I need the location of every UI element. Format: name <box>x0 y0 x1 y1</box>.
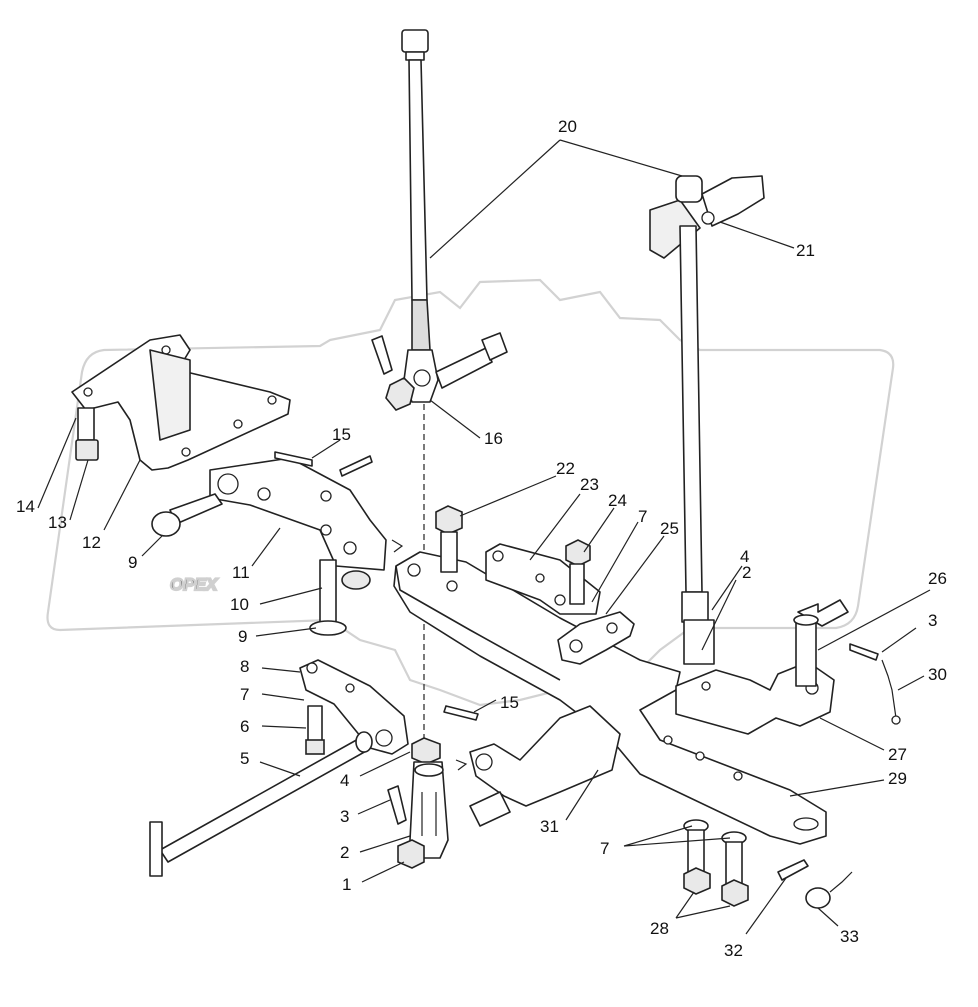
part-15-cotter-upper-b <box>339 455 373 477</box>
part-2-yoke <box>387 737 449 869</box>
part-5-crank-rod <box>149 731 373 877</box>
callout-7-left: 7 <box>240 685 249 704</box>
callout-9-lower: 9 <box>238 627 247 646</box>
callout-7-upper: 7 <box>638 507 647 526</box>
part-15-cotter-lower <box>443 705 479 721</box>
callout-23: 23 <box>580 475 599 494</box>
callout-5: 5 <box>240 749 249 768</box>
callout-28: 28 <box>650 919 669 938</box>
callout-31: 31 <box>540 817 559 836</box>
callout-4-right: 4 <box>740 547 749 566</box>
callout-25: 25 <box>660 519 679 538</box>
part-20-left-rod <box>401 29 439 403</box>
callout-8: 8 <box>240 657 249 676</box>
callout-13: 13 <box>48 513 67 532</box>
part-28-bolts <box>683 819 749 907</box>
callout-22: 22 <box>556 459 575 478</box>
callout-11: 11 <box>232 563 250 582</box>
part-31-swivel <box>469 705 621 827</box>
callout-15-lower: 15 <box>500 693 519 712</box>
part-10-bolt <box>309 559 371 636</box>
callout-33: 33 <box>840 927 859 946</box>
part-32-33-cotter-ring <box>777 859 853 909</box>
part-22-bolt <box>435 505 463 573</box>
callout-32: 32 <box>724 941 743 960</box>
leader-lines <box>37 139 931 935</box>
part-27-clevis <box>675 661 835 735</box>
part-24-bolt <box>565 539 591 605</box>
callout-21: 21 <box>796 241 815 260</box>
callout-7-lower: 7 <box>600 839 609 858</box>
callout-26: 26 <box>928 569 947 588</box>
callout-2-left: 2 <box>340 843 349 862</box>
callout-24: 24 <box>608 491 627 510</box>
watermark-text: OPEX <box>170 575 219 594</box>
arrow-marker <box>391 539 404 553</box>
callout-10: 10 <box>230 595 249 614</box>
callout-3-left: 3 <box>340 807 349 826</box>
arrow-marker <box>455 759 468 771</box>
callout-2-right: 2 <box>742 563 751 582</box>
callout-30: 30 <box>928 665 947 684</box>
part-20-right-rod <box>679 225 715 665</box>
part-25-plate <box>557 611 635 665</box>
part-21-fitting <box>649 175 765 259</box>
callout-12: 12 <box>82 533 101 552</box>
callout-14: 14 <box>16 497 35 516</box>
callout-6: 6 <box>240 717 249 736</box>
callout-29: 29 <box>888 769 907 788</box>
callout-9-upper: 9 <box>128 553 137 572</box>
part-6-bolt <box>305 705 325 755</box>
part-12-bracket <box>71 334 291 471</box>
part-9-pin-upper <box>151 493 223 537</box>
part-15-cotter-upper <box>274 451 313 467</box>
part-8-lower-link <box>299 659 409 755</box>
callout-3-right: 3 <box>928 611 937 630</box>
part-26-pin <box>793 599 849 687</box>
callout-1: 1 <box>342 875 351 894</box>
callout-4-left: 4 <box>340 771 349 790</box>
callout-20: 20 <box>558 117 577 136</box>
callout-27: 27 <box>888 745 907 764</box>
part-11-link <box>209 457 387 571</box>
callout-labels: 20 21 16 15 22 23 24 7 25 4 2 26 3 30 27… <box>16 117 947 960</box>
part-3-30-cotter-chain <box>849 643 901 725</box>
callout-15-upper: 15 <box>332 425 351 444</box>
part-16-bolt <box>371 332 508 411</box>
callout-16: 16 <box>484 429 503 448</box>
